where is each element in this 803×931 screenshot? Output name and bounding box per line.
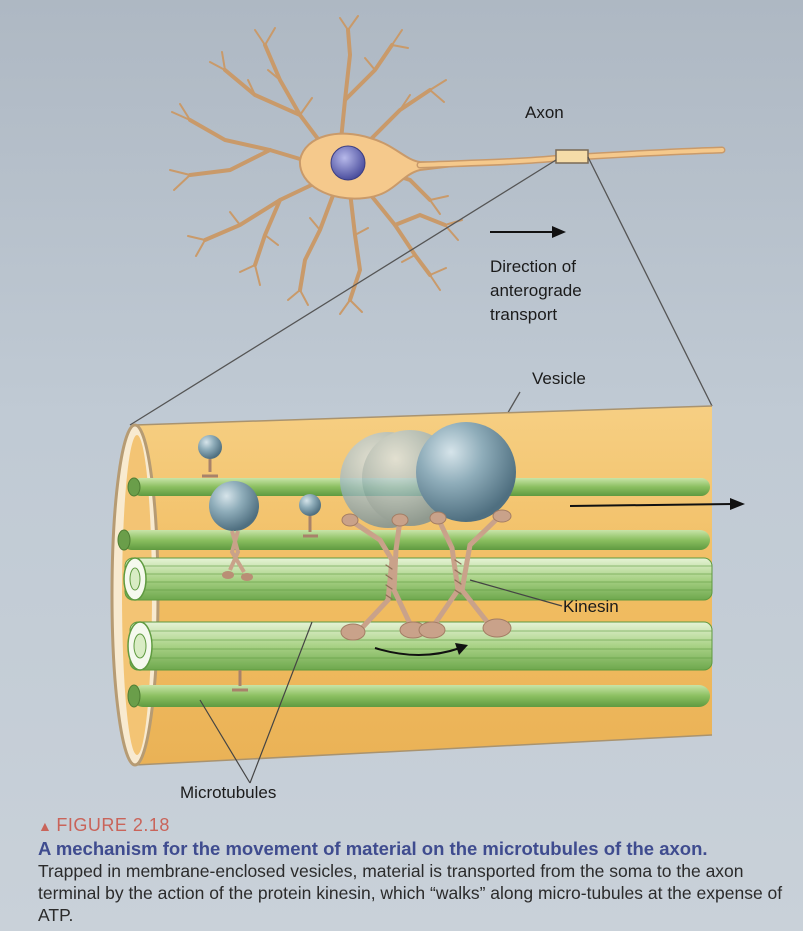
microtubule	[127, 684, 710, 708]
arrow-right-icon	[490, 226, 566, 238]
axon-label: Axon	[525, 103, 564, 122]
caption-title: A mechanism for the movement of material…	[38, 838, 708, 859]
small-motor	[232, 670, 248, 692]
direction-label-line3: transport	[490, 305, 557, 324]
kinesin-motor	[347, 513, 503, 633]
transport-arrow-icon	[569, 498, 745, 510]
vesicle-label: Vesicle	[532, 369, 586, 388]
small-vesicle	[198, 435, 222, 478]
microtubule	[127, 621, 713, 671]
microtubule-bundle	[117, 477, 713, 708]
neuron-illustration	[169, 15, 726, 315]
axon-transport-diagram: Axon Direction of anterograde transport …	[110, 15, 745, 802]
microtubule	[117, 529, 710, 551]
zoom-lines	[129, 156, 713, 426]
microtubule	[123, 557, 713, 601]
figure-number: ▲FIGURE 2.18	[38, 815, 803, 836]
vesicle	[416, 422, 516, 522]
small-vesicle	[209, 481, 259, 581]
kinesin-label: Kinesin	[563, 597, 619, 616]
caption-body: Trapped in membrane-enclosed vesicles, m…	[38, 861, 783, 925]
small-vesicle	[299, 494, 321, 538]
curved-arrow-icon	[374, 643, 468, 656]
triangle-icon: ▲	[38, 818, 53, 834]
direction-label-line1: Direction of	[490, 257, 576, 276]
figure-caption: ▲FIGURE 2.18 A mechanism for the movemen…	[38, 815, 803, 926]
figure-number-text: FIGURE 2.18	[56, 815, 170, 835]
kinesin-heads	[340, 509, 512, 641]
direction-label-line2: anterograde	[490, 281, 582, 300]
microtubules-label: Microtubules	[180, 783, 276, 802]
